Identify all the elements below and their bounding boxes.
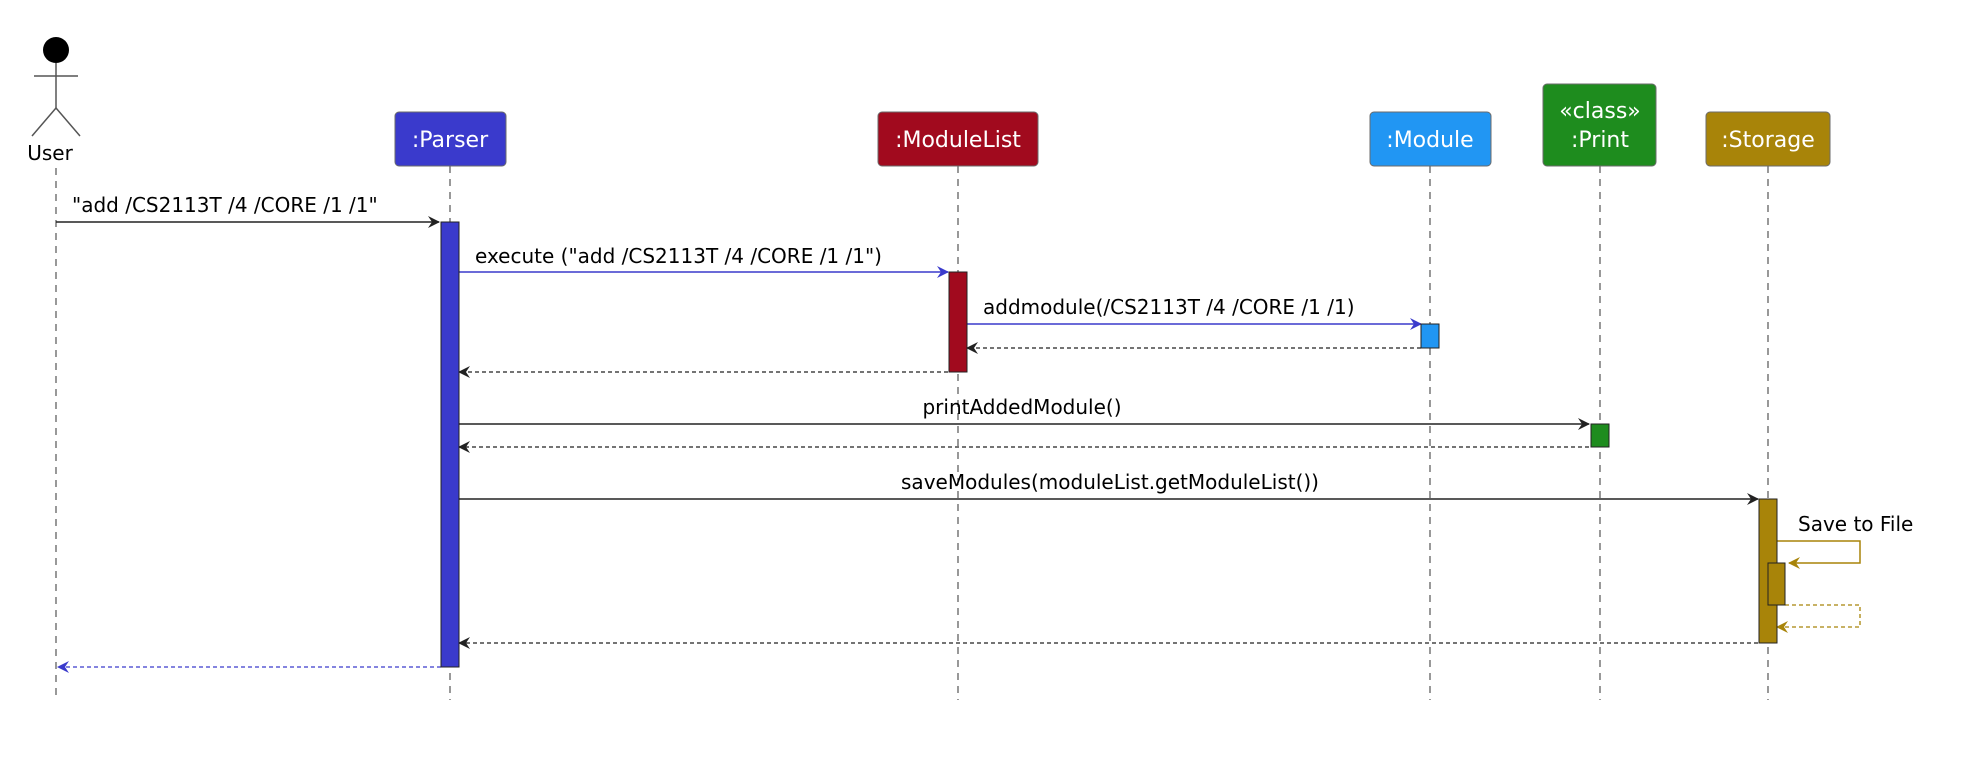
save-to-file-label: Save to File	[1798, 512, 1913, 536]
save-to-file-return-arrow	[1776, 604, 1861, 633]
save-to-file-self-arrow	[1777, 540, 1861, 569]
save-modules-label: saveModules(moduleList.getModuleList())	[901, 470, 1319, 494]
print-added-label: printAddedModule()	[922, 395, 1121, 419]
modulelist-label: :ModuleList	[895, 128, 1021, 153]
parser-activation	[440, 221, 460, 668]
storage-label: :Storage	[1721, 128, 1815, 153]
storage-nested-activation	[1767, 562, 1786, 606]
module-box	[1369, 111, 1492, 167]
print-box	[1542, 83, 1657, 167]
execute-label: execute ("add /CS2113T /4 /CORE /1 /1")	[475, 244, 882, 268]
user-to-parser-label: "add /CS2113T /4 /CORE /1 /1"	[72, 193, 378, 217]
print-activation	[1590, 423, 1610, 448]
addmodule-label: addmodule(/CS2113T /4 /CORE /1 /1)	[983, 295, 1355, 319]
modulelist-activation	[948, 271, 968, 373]
user-label: User	[27, 141, 73, 165]
parser-box	[394, 111, 507, 167]
print-label: :Print	[1571, 128, 1629, 153]
print-stereotype: «class»	[1559, 99, 1641, 124]
parser-label: :Parser	[412, 128, 489, 153]
module-label: :Module	[1386, 128, 1473, 153]
storage-box	[1705, 111, 1831, 167]
user-actor-icon	[31, 37, 81, 137]
module-activation	[1420, 323, 1440, 349]
modulelist-box	[877, 111, 1039, 167]
